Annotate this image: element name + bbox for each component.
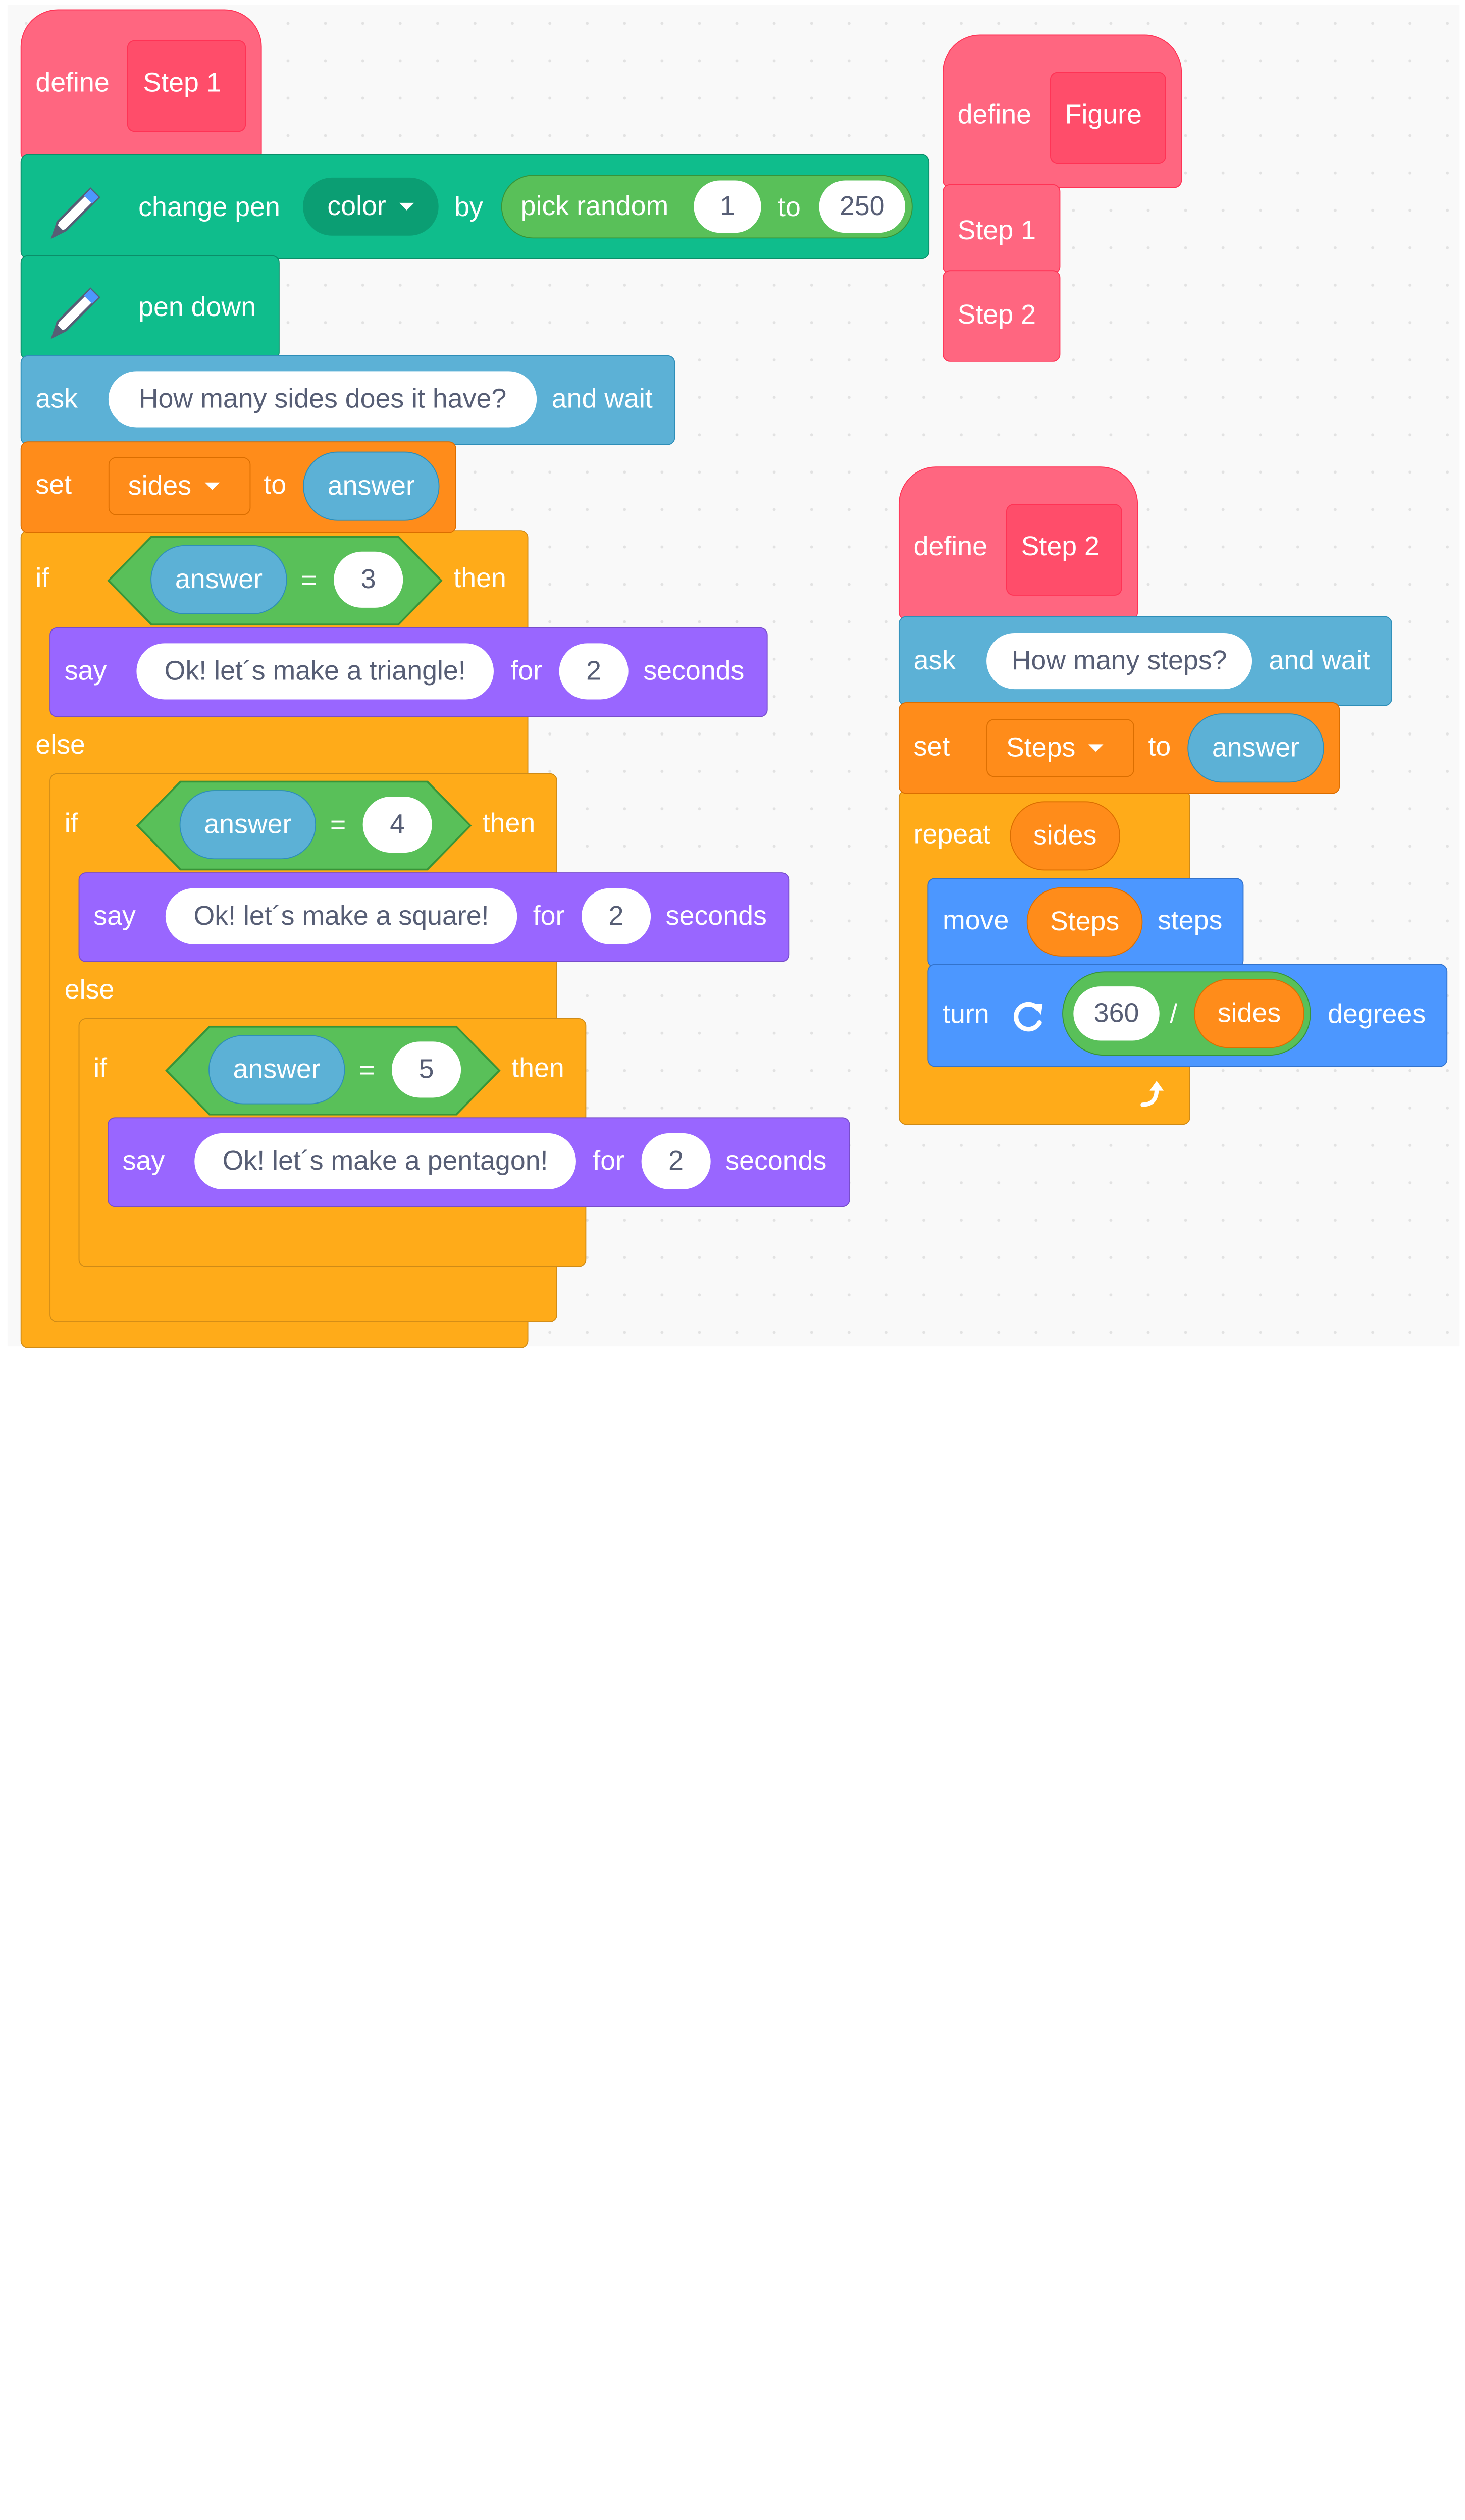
sides-reporter[interactable]: sides	[1010, 801, 1120, 871]
message-input[interactable]: Ok! let´s make a square!	[165, 888, 517, 944]
message-input[interactable]: Ok! let´s make a triangle!	[136, 643, 494, 700]
say-label: say	[93, 901, 136, 931]
script-area[interactable]: define Step 1 change pen color by pick r…	[7, 5, 1460, 1348]
sides-reporter[interactable]: sides	[1194, 979, 1304, 1048]
set-label: set	[913, 732, 950, 762]
compare-value-input[interactable]: 3	[334, 551, 403, 608]
call-step2-block[interactable]	[943, 270, 1061, 362]
pen-param-dropdown[interactable]: color	[303, 177, 439, 236]
pick-random-label: pick random	[520, 191, 669, 222]
answer-reporter[interactable]: answer	[1187, 713, 1324, 783]
variable-dropdown[interactable]: sides	[108, 457, 251, 515]
then-label: then	[511, 1054, 564, 1084]
for-label: for	[510, 656, 542, 687]
for-label: for	[593, 1146, 624, 1177]
seconds-input[interactable]: 2	[641, 1133, 711, 1189]
equals-label: =	[301, 565, 317, 596]
change-pen-label: change pen	[138, 192, 280, 223]
random-to-input[interactable]: 250	[819, 180, 905, 233]
then-label: then	[482, 809, 536, 839]
pen-down-label: pen down	[138, 292, 256, 323]
ask-label: ask	[913, 646, 956, 676]
call-label: Step 1	[957, 216, 1036, 246]
and-wait-label: and wait	[1269, 646, 1370, 676]
random-to-label: to	[778, 192, 801, 223]
repeat-label: repeat	[913, 820, 990, 850]
equals-label: =	[359, 1056, 375, 1086]
dropdown-arrow-icon	[399, 202, 414, 211]
random-from-input[interactable]: 1	[694, 180, 761, 233]
seconds-input[interactable]: 2	[559, 643, 629, 700]
call-step1-block[interactable]	[943, 184, 1061, 274]
dropdown-arrow-icon	[204, 482, 220, 490]
seconds-input[interactable]: 2	[582, 888, 651, 944]
pen-icon	[50, 187, 100, 239]
proc-name-prototype[interactable]	[1050, 72, 1166, 164]
proc-name-label: Figure	[1065, 100, 1142, 130]
ask-label: ask	[35, 384, 78, 414]
if-label: if	[93, 1054, 108, 1084]
move-label: move	[943, 906, 1009, 936]
and-wait-label: and wait	[551, 384, 653, 414]
by-label: by	[454, 192, 483, 223]
proc-name-label: Step 2	[1021, 532, 1100, 562]
if-label: if	[35, 563, 49, 594]
compare-value-input[interactable]: 5	[392, 1041, 461, 1098]
variable-name: sides	[128, 470, 192, 501]
else-label: else	[64, 975, 115, 1006]
proc-name-prototype[interactable]	[1006, 504, 1122, 596]
question-input[interactable]: How many steps?	[986, 633, 1252, 690]
variable-name: Steps	[1006, 732, 1076, 763]
say-label: say	[64, 656, 107, 687]
question-input[interactable]: How many sides does it have?	[108, 371, 537, 428]
call-label: Step 2	[957, 300, 1036, 330]
then-label: then	[453, 563, 506, 594]
define-label: define	[957, 100, 1032, 130]
define-label: define	[35, 68, 110, 98]
proc-name-label: Step 1	[143, 68, 222, 98]
else-label: else	[35, 730, 85, 760]
set-to-label: to	[1148, 732, 1171, 762]
dropdown-arrow-icon	[1088, 744, 1104, 752]
answer-reporter[interactable]: answer	[303, 451, 440, 521]
turn-label: turn	[943, 1000, 989, 1030]
seconds-label: seconds	[643, 656, 745, 687]
variable-dropdown[interactable]: Steps	[986, 719, 1134, 777]
pen-icon	[50, 287, 100, 339]
compare-value-input[interactable]: 4	[362, 797, 432, 853]
set-label: set	[35, 470, 72, 500]
answer-reporter[interactable]: answer	[208, 1035, 345, 1105]
loop-arrow-icon	[1140, 1081, 1164, 1107]
steps-reporter[interactable]: Steps	[1026, 887, 1143, 957]
answer-reporter[interactable]: answer	[150, 545, 287, 614]
seconds-label: seconds	[665, 901, 767, 931]
steps-label: steps	[1158, 906, 1223, 936]
message-input[interactable]: Ok! let´s make a pentagon!	[194, 1133, 576, 1189]
answer-reporter[interactable]: answer	[179, 790, 317, 860]
say-label: say	[122, 1146, 165, 1177]
set-to-label: to	[264, 470, 287, 500]
dividend-input[interactable]: 360	[1073, 986, 1160, 1041]
degrees-label: degrees	[1328, 1000, 1426, 1030]
for-label: for	[533, 901, 565, 931]
pen-param-value: color	[327, 191, 386, 222]
seconds-label: seconds	[725, 1146, 827, 1177]
if-label: if	[64, 809, 78, 839]
rotate-right-icon	[1013, 1002, 1043, 1032]
pen-down-block[interactable]	[20, 255, 280, 360]
define-label: define	[913, 532, 987, 562]
proc-name-prototype[interactable]	[127, 40, 246, 132]
equals-label: =	[330, 810, 346, 841]
divide-label: /	[1170, 1000, 1178, 1030]
